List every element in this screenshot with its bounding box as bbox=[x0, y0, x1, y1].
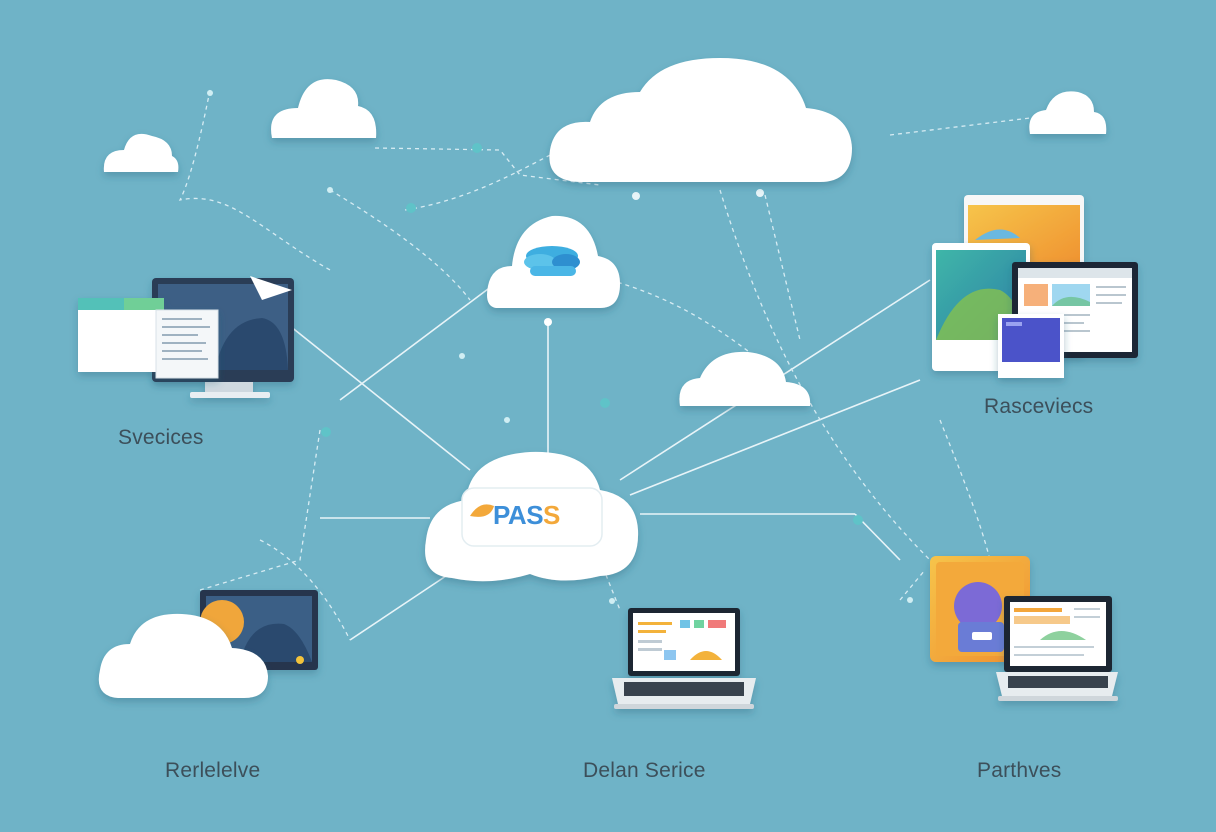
cloud-icon bbox=[103, 133, 179, 172]
label-top-right: Rasceviecs bbox=[984, 395, 1094, 418]
database-cloud-icon bbox=[487, 215, 620, 308]
cloud-icon bbox=[549, 58, 852, 182]
window-icon bbox=[78, 298, 219, 379]
label-bottom-right: Parthves bbox=[977, 759, 1062, 782]
label-bottom-center: Delan Serice bbox=[583, 759, 706, 782]
pointer-icon bbox=[250, 276, 292, 300]
hub-logo: PASS bbox=[493, 500, 560, 531]
hub-logo-accent: S bbox=[543, 500, 560, 530]
connection-lines bbox=[269, 279, 931, 641]
cloud-icon bbox=[271, 79, 377, 138]
cloud-icon bbox=[679, 351, 811, 406]
hub-logo-text: PASS bbox=[493, 500, 560, 530]
monitor-icon bbox=[1012, 262, 1138, 358]
laptop-icon bbox=[996, 596, 1118, 701]
cloud-icon bbox=[98, 613, 268, 698]
logo-mark-icon bbox=[470, 504, 494, 517]
label-top-left: Svecices bbox=[118, 426, 204, 449]
window-icon bbox=[998, 314, 1064, 378]
hub-cloud bbox=[425, 451, 639, 582]
cloud-icon bbox=[1029, 91, 1107, 134]
label-bottom-left: Rerlelelve bbox=[165, 759, 261, 782]
laptop-icon bbox=[612, 608, 756, 709]
